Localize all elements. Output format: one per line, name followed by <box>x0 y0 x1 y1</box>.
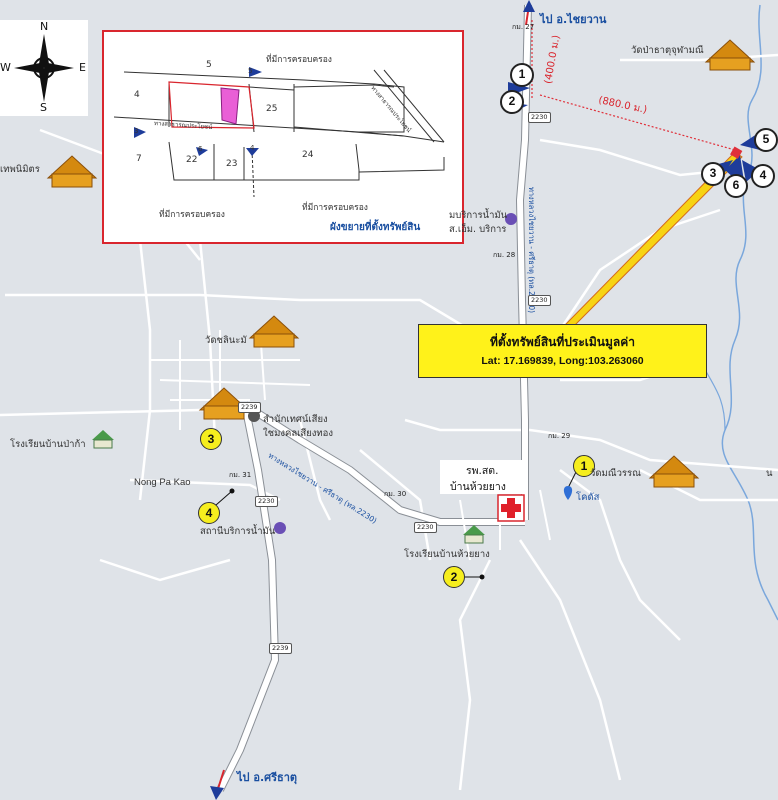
hwy-shield-1: 2230 <box>528 112 551 123</box>
label-wat-right: วัดมณีวรรณ <box>590 468 641 479</box>
inset-owner-br: ที่มีการครอบครอง <box>302 203 368 213</box>
inset-title: ผังขยายที่ตั้งทรัพย์สิน <box>330 222 421 233</box>
school-icon-left <box>92 430 114 449</box>
distance-line-east <box>539 94 736 151</box>
inset-marker-4: 4 <box>250 144 255 152</box>
label-school-left: โรงเรียนบ้านป่าก้า <box>10 439 86 450</box>
label-nong-pa-kao: Nong Pa Kao <box>134 477 191 488</box>
property-location-box: ที่ตั้งทรัพย์สินที่ประเมินมูลค่า Lat: 17… <box>418 324 707 378</box>
site-marker-5: 5 <box>754 128 778 152</box>
inset-owner-bl: ที่มีการครอบครอง <box>159 210 225 220</box>
label-sound-1: สำนักเทศน์เสียง <box>263 414 328 425</box>
label-wat-center: วัดชลินะมั <box>205 335 247 346</box>
km-marker-30: กม. 30 <box>384 490 407 498</box>
inset-parcel-23: 23 <box>226 159 238 169</box>
label-gas-top-2: ส.เอ็ม. บริการ <box>449 224 507 235</box>
inset-parcels <box>113 67 445 198</box>
sound-pin-icon <box>248 410 260 422</box>
compass-e: E <box>79 61 86 74</box>
clinic-pin-icon <box>563 486 573 500</box>
label-edge-n: น <box>766 468 773 479</box>
compass-n: N <box>40 20 49 33</box>
inset-map: 5 4 25 7 22 23 24 5 3 6 4 ที่มีการครอบคร… <box>102 30 464 244</box>
label-gas-top-1: มบริการน้ำมัน <box>449 210 508 221</box>
label-wat-top: วัดป่าธาตุจุฬามณี <box>631 45 704 56</box>
gas-pin-icon <box>505 213 517 225</box>
compass-s: S <box>40 101 47 114</box>
gas-pin-bottom-icon <box>274 522 286 534</box>
comparable-marker-1: 1 <box>573 455 595 477</box>
main-roads-fill <box>217 4 531 792</box>
km-marker-29: กม. 29 <box>548 432 571 440</box>
hwy-shield-2: 2230 <box>528 295 551 306</box>
inset-owner-top: ที่มีการครอบครอง <box>266 55 332 65</box>
site-marker-4: 4 <box>751 164 775 188</box>
site-marker-3: 3 <box>701 162 725 186</box>
km-marker-27: กม. 27 <box>512 23 535 31</box>
hwy-shield-3: 2230 <box>414 522 437 533</box>
inset-parcel-4: 4 <box>134 90 140 100</box>
site-parcel-icon <box>730 146 743 159</box>
site-marker-6: 6 <box>724 174 748 198</box>
river <box>721 4 778 621</box>
compass-w: W <box>0 61 11 74</box>
inset-parcel-22: 22 <box>186 155 198 165</box>
inset-parcel-25: 25 <box>266 104 278 114</box>
south-arrow-icon <box>210 769 225 800</box>
hwy-shield-4: 2239 <box>269 643 292 654</box>
site-marker-1: 1 <box>510 63 534 87</box>
point-dot-2 <box>479 574 485 580</box>
south-direction-label: ไป อ.ศรีธาตุ <box>237 771 298 784</box>
hospital-line2: บ้านห้วยยาง <box>450 481 506 493</box>
label-clinic: โคดัส <box>576 492 600 503</box>
km-marker-31: กม. 31 <box>229 471 252 479</box>
hwy-shield-5: 2230 <box>255 496 278 507</box>
inset-parcel-24: 24 <box>302 150 314 160</box>
compass-icon <box>14 34 74 102</box>
marker-leaders <box>215 471 577 578</box>
comparable-marker-2: 2 <box>443 566 465 588</box>
hospital-cross-icon <box>497 494 525 522</box>
property-coords: Lat: 17.169839, Long:103.263060 <box>481 355 644 367</box>
school-icon-bottom <box>463 525 485 544</box>
inset-marker-3: 3 <box>134 127 139 135</box>
hospital-label-box: รพ.สต. บ้านห้วยยาง <box>440 460 528 494</box>
inset-parcel-5: 5 <box>206 60 212 70</box>
north-arrow-icon <box>523 0 535 26</box>
hwy-shield-6: 2239 <box>238 402 261 413</box>
km-marker-28: กม. 28 <box>493 251 516 259</box>
site-marker-2: 2 <box>500 90 524 114</box>
inset-marker-6: 6 <box>198 145 203 153</box>
north-direction-label: ไป อ.ไชยวาน <box>540 13 607 26</box>
comparable-marker-3: 3 <box>200 428 222 450</box>
temple-icon-right <box>648 455 700 488</box>
comparable-marker-4: 4 <box>198 502 220 524</box>
label-wat-left: เทพนิมิตร <box>0 164 40 175</box>
temple-icon-village <box>198 387 250 420</box>
property-location-title: ที่ตั้งทรัพย์สินที่ประเมินมูลค่า <box>489 335 636 349</box>
temple-icon-center <box>248 315 300 348</box>
point-dot-4 <box>229 488 235 494</box>
inset-marker-5: 5 <box>248 67 253 75</box>
hospital-line1: รพ.สต. <box>466 465 499 477</box>
label-sound-2: ใชมงคลเสียงทอง <box>263 428 334 439</box>
temple-icon-top <box>704 39 756 71</box>
inset-parcel-7: 7 <box>136 154 142 164</box>
label-gas-bottom: สถานีบริการน้ำมัน <box>200 526 276 537</box>
temple-icon-left <box>46 155 98 188</box>
label-school-bottom: โรงเรียนบ้านห้วยยาง <box>404 549 490 560</box>
compass-rose: N S W E <box>0 20 88 116</box>
